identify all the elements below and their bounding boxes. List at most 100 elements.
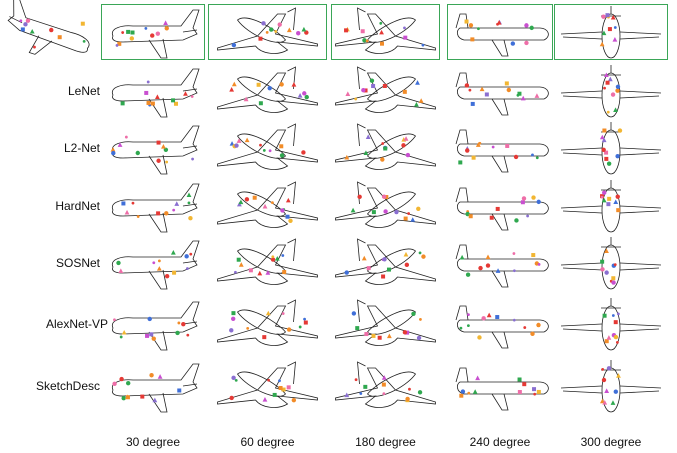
keypoint-marker bbox=[505, 143, 510, 148]
keypoint-marker bbox=[278, 385, 283, 390]
keypoint-marker bbox=[271, 255, 275, 259]
keypoint-marker bbox=[155, 31, 161, 36]
keypoint-marker bbox=[606, 161, 612, 166]
keypoint-marker bbox=[381, 194, 387, 199]
keypoint-marker bbox=[414, 102, 419, 107]
keypoint-marker bbox=[229, 86, 235, 92]
keypoint-marker bbox=[530, 331, 535, 337]
keypoint-marker bbox=[125, 395, 130, 400]
keypoint-marker bbox=[404, 262, 410, 268]
keypoint-marker bbox=[383, 209, 388, 214]
keypoint-marker bbox=[146, 80, 150, 84]
keypoint-marker bbox=[244, 197, 250, 202]
airplane-sketch bbox=[560, 65, 662, 118]
keypoint-marker bbox=[363, 384, 368, 389]
keypoint-marker bbox=[478, 265, 483, 271]
keypoint-marker bbox=[191, 157, 194, 161]
airplane-sketch bbox=[455, 13, 549, 57]
keypoint-marker bbox=[479, 86, 485, 92]
keypoint-marker bbox=[512, 318, 516, 322]
keypoint-marker bbox=[124, 135, 128, 139]
keypoint-marker bbox=[380, 41, 385, 46]
keypoint-marker bbox=[244, 137, 250, 143]
keypoint-marker bbox=[604, 270, 609, 275]
column-label: 240 degree bbox=[469, 435, 531, 449]
keypoint-marker bbox=[402, 89, 407, 94]
keypoint-marker bbox=[175, 330, 180, 336]
keypoint-marker bbox=[259, 143, 262, 147]
keypoint-marker bbox=[252, 195, 257, 200]
keypoint-marker bbox=[188, 216, 193, 221]
keypoint-marker bbox=[262, 397, 268, 402]
keypoint-marker bbox=[279, 144, 284, 149]
keypoint-marker bbox=[364, 332, 369, 337]
keypoint-marker bbox=[371, 84, 376, 89]
keypoint-marker bbox=[344, 270, 349, 275]
keypoint-marker bbox=[381, 274, 386, 279]
keypoint-marker bbox=[604, 248, 609, 253]
keypoint-marker bbox=[615, 153, 620, 159]
keypoint-marker bbox=[25, 18, 31, 23]
keypoint-marker bbox=[613, 26, 617, 29]
keypoint-marker bbox=[607, 196, 612, 201]
keypoint-marker bbox=[386, 333, 392, 339]
keypoint-marker bbox=[248, 268, 253, 273]
keypoint-marker bbox=[121, 396, 126, 401]
keypoint-marker bbox=[601, 14, 606, 19]
keypoint-marker bbox=[602, 190, 607, 195]
airplane-sketch bbox=[217, 238, 318, 285]
keypoint-marker bbox=[601, 30, 607, 36]
airplane-sketch bbox=[217, 361, 318, 408]
keypoint-marker bbox=[270, 257, 276, 262]
keypoint-marker bbox=[149, 332, 154, 337]
keypoint-marker bbox=[189, 252, 193, 256]
keypoint-marker bbox=[477, 27, 480, 31]
keypoint-marker bbox=[495, 315, 500, 320]
keypoint-marker bbox=[471, 155, 476, 160]
keypoint-marker bbox=[615, 88, 620, 93]
keypoint-marker bbox=[281, 254, 285, 257]
keypoint-marker bbox=[304, 30, 309, 35]
keypoint-marker bbox=[517, 91, 522, 96]
keypoint-marker bbox=[262, 149, 266, 152]
keypoint-marker bbox=[615, 340, 619, 344]
keypoint-marker bbox=[524, 40, 529, 46]
keypoint-marker bbox=[383, 146, 388, 151]
keypoint-marker bbox=[298, 325, 302, 329]
airplane-sketch bbox=[335, 123, 436, 170]
keypoint-marker bbox=[531, 253, 536, 258]
keypoint-marker bbox=[57, 35, 62, 40]
keypoint-marker bbox=[369, 78, 375, 83]
keypoint-marker bbox=[606, 202, 611, 207]
keypoint-marker bbox=[613, 107, 618, 112]
keypoint-marker bbox=[269, 27, 274, 32]
keypoint-marker bbox=[381, 142, 385, 145]
keypoint-marker bbox=[117, 142, 123, 147]
keypoint-marker bbox=[382, 257, 387, 262]
keypoint-marker bbox=[120, 101, 125, 106]
keypoint-marker bbox=[110, 147, 116, 152]
keypoint-marker bbox=[344, 154, 350, 160]
keypoint-marker bbox=[602, 400, 608, 405]
keypoint-marker bbox=[377, 335, 382, 340]
keypoint-marker bbox=[603, 72, 609, 78]
airplane-sketch bbox=[111, 363, 200, 413]
keypoint-marker bbox=[601, 197, 607, 203]
keypoint-marker bbox=[610, 400, 616, 405]
keypoint-marker bbox=[613, 334, 619, 340]
keypoint-marker bbox=[517, 390, 522, 395]
row-label: SketchDesc bbox=[35, 379, 100, 393]
airplane-sketch bbox=[455, 305, 549, 349]
airplane-sketch bbox=[335, 7, 436, 54]
keypoint-marker bbox=[533, 392, 537, 396]
keypoint-marker bbox=[362, 38, 367, 43]
keypoint-marker bbox=[144, 26, 148, 30]
keypoint-marker bbox=[33, 45, 36, 49]
keypoint-marker bbox=[354, 97, 358, 101]
keypoint-marker bbox=[350, 207, 356, 213]
keypoint-marker bbox=[603, 86, 606, 90]
keypoint-marker bbox=[610, 92, 616, 97]
keypoint-marker bbox=[491, 145, 495, 149]
keypoint-marker bbox=[274, 256, 280, 261]
